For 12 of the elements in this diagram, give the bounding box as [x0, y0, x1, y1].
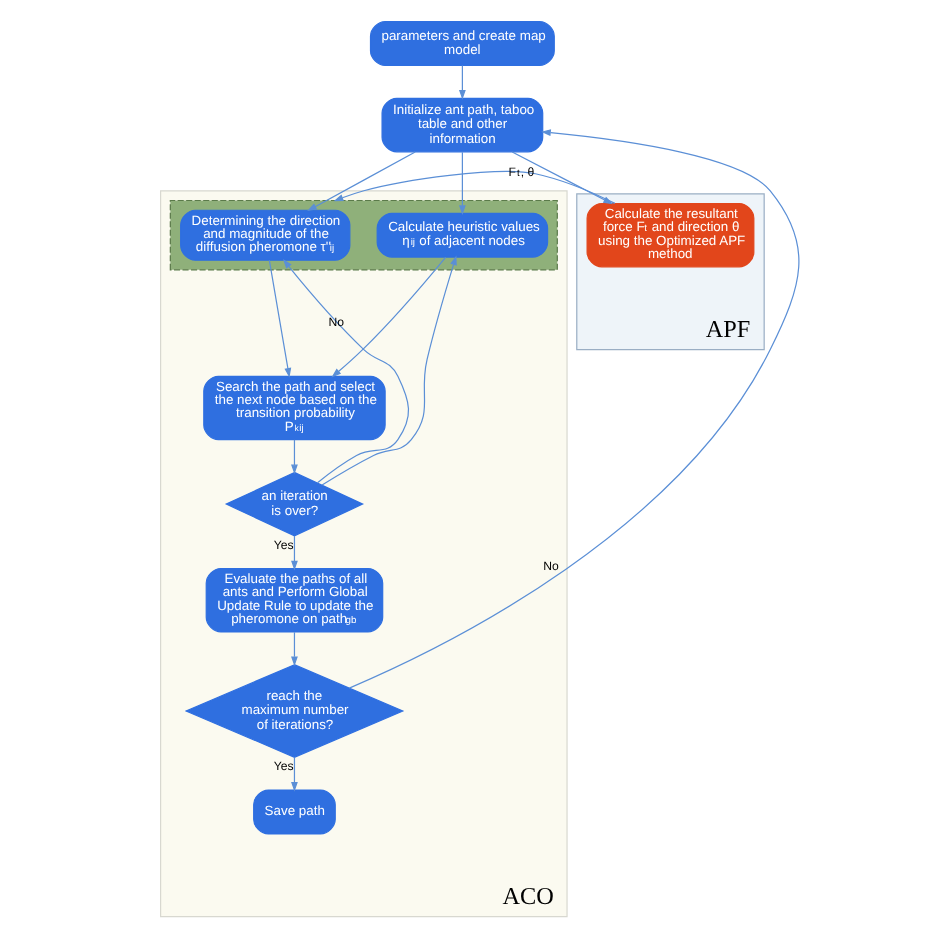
arrow	[347, 129, 799, 689]
arrow	[267, 259, 291, 378]
arrow	[320, 255, 456, 486]
arrow	[290, 439, 297, 475]
arrow	[457, 64, 465, 100]
arrow	[330, 256, 446, 378]
arrow	[290, 631, 297, 667]
arrow	[306, 151, 415, 212]
arrow	[457, 151, 465, 216]
arrow	[290, 535, 297, 571]
arrow	[281, 259, 409, 484]
arrow	[290, 756, 297, 792]
